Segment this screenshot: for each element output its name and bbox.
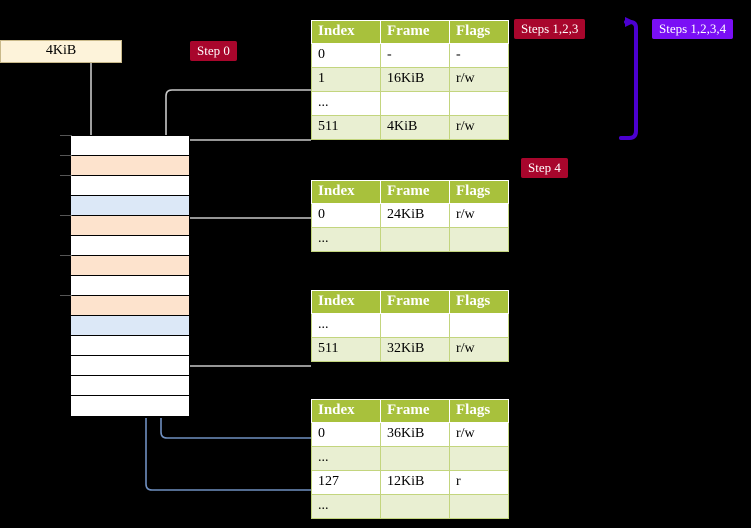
memory-frame-cell — [71, 316, 189, 336]
cell-flags: r/w — [449, 337, 509, 362]
column-header-flags: Flags — [449, 290, 509, 314]
wire-table2-row511-to-memory — [175, 312, 311, 367]
memory-frame-cell — [71, 256, 189, 276]
badge-steps-1-2-3: Steps 1,2,3 — [514, 19, 586, 39]
memory-tick — [60, 255, 72, 256]
memory-frame-cell — [71, 216, 189, 236]
cell-index: 0 — [311, 422, 381, 447]
memory-frame-cell — [71, 196, 189, 216]
cell-flags: r/w — [449, 115, 509, 140]
cell-index: 0 — [311, 43, 381, 68]
column-header-frame: Frame — [380, 290, 450, 314]
cell-index: ... — [311, 227, 381, 252]
cell-flags: r — [449, 470, 509, 495]
column-header-flags: Flags — [449, 180, 509, 204]
cell-frame: 4KiB — [380, 115, 450, 140]
memory-frame-cell — [71, 376, 189, 396]
memory-frame-cell — [71, 236, 189, 256]
badge-step-4: Step 4 — [521, 158, 568, 178]
column-header-frame: Frame — [380, 399, 450, 423]
wire-table0-row511-to-memory — [173, 139, 311, 222]
wire-violet-return — [619, 17, 638, 140]
memory-tick — [60, 295, 72, 296]
cell-frame: 24KiB — [380, 203, 450, 228]
column-header-index: Index — [311, 180, 381, 204]
memory-tick — [60, 155, 72, 156]
cell-flags: r/w — [449, 67, 509, 92]
cell-flags — [449, 91, 509, 116]
badge-step-0: Step 0 — [190, 41, 237, 61]
cell-index: 0 — [311, 203, 381, 228]
memory-frame-cell — [71, 296, 189, 316]
table-row: ... — [311, 313, 509, 338]
cell-frame: 16KiB — [380, 67, 450, 92]
memory-frame-cell — [71, 356, 189, 376]
column-header-frame: Frame — [380, 20, 450, 44]
cell-frame: - — [380, 43, 450, 68]
column-header-flags: Flags — [449, 20, 509, 44]
memory-frame-cell — [71, 136, 189, 156]
cell-frame — [380, 446, 450, 471]
table-row: ... — [311, 494, 509, 519]
cell-index: 511 — [311, 115, 381, 140]
cell-index: ... — [311, 91, 381, 116]
cell-flags: r/w — [449, 422, 509, 447]
wire-table1-row0-to-memory — [173, 217, 311, 262]
cell-index: 1 — [311, 67, 381, 92]
memory-frame-cell — [71, 396, 189, 416]
column-header-index: Index — [311, 290, 381, 314]
cell-flags — [449, 494, 509, 519]
cell-frame: 12KiB — [380, 470, 450, 495]
physical-memory-column — [70, 135, 190, 418]
table-row: 0-- — [311, 43, 509, 68]
cell-frame: 32KiB — [380, 337, 450, 362]
cell-frame — [380, 91, 450, 116]
memory-tick — [60, 175, 72, 176]
cell-index: ... — [311, 446, 381, 471]
cell-frame: 36KiB — [380, 422, 450, 447]
frame-4kib-box: 4KiB — [0, 40, 122, 63]
cell-flags: r/w — [449, 203, 509, 228]
badge-steps-1-2-3-4: Steps 1,2,3,4 — [652, 19, 734, 39]
cell-index: 127 — [311, 470, 381, 495]
column-header-frame: Frame — [380, 180, 450, 204]
cell-flags — [449, 227, 509, 252]
cell-frame — [380, 313, 450, 338]
memory-frame-cell — [71, 176, 189, 196]
cell-index: ... — [311, 313, 381, 338]
column-header-flags: Flags — [449, 399, 509, 423]
column-header-index: Index — [311, 20, 381, 44]
cell-index: 511 — [311, 337, 381, 362]
column-header-index: Index — [311, 399, 381, 423]
cell-flags — [449, 313, 509, 338]
memory-tick — [60, 135, 72, 136]
cell-frame — [380, 494, 450, 519]
memory-frame-cell — [71, 276, 189, 296]
cell-flags — [449, 446, 509, 471]
cell-index: ... — [311, 494, 381, 519]
cell-flags: - — [449, 43, 509, 68]
table-row: ... — [311, 446, 509, 471]
cell-frame — [380, 227, 450, 252]
frame-4kib-label: 4KiB — [45, 43, 77, 58]
memory-frame-cell — [71, 156, 189, 176]
memory-frame-cell — [71, 336, 189, 356]
table-row: ... — [311, 91, 509, 116]
table-row: ... — [311, 227, 509, 252]
memory-tick — [60, 215, 72, 216]
